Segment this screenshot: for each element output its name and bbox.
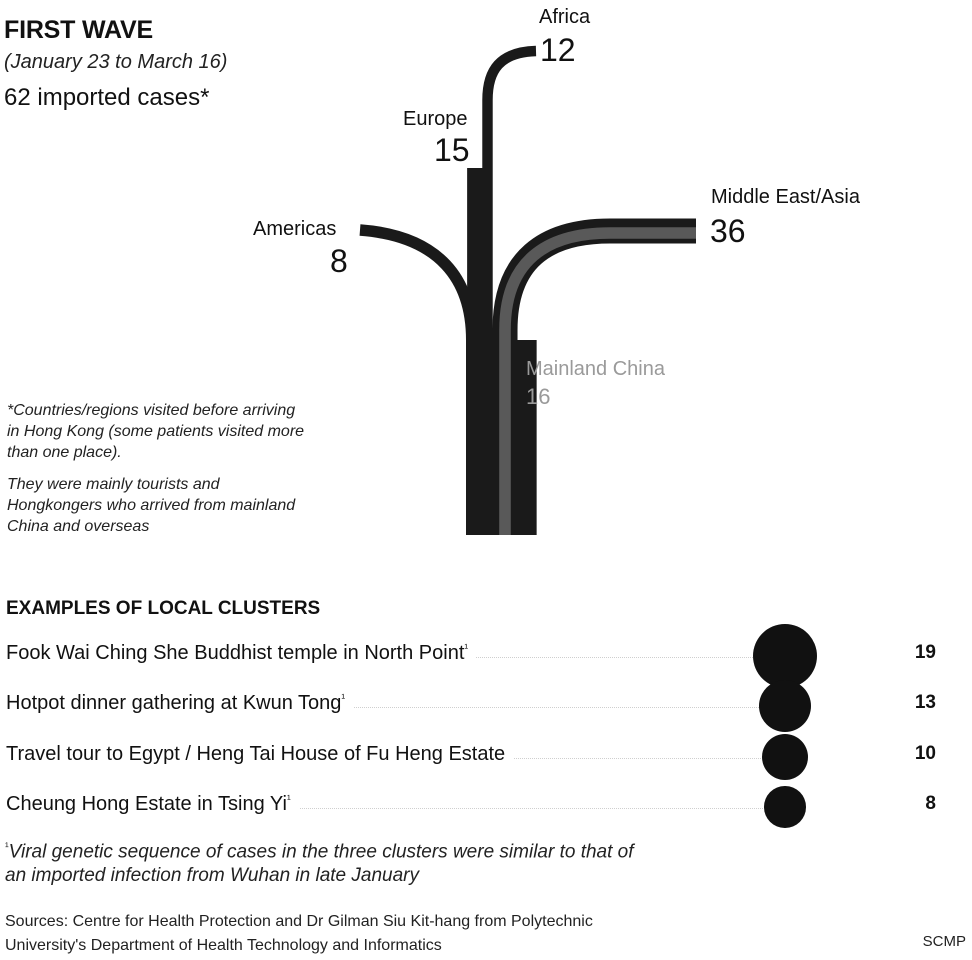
cluster-label: Travel tour to Egypt / Heng Tai House of… xyxy=(6,743,514,766)
region-label-europe: Europe xyxy=(403,108,468,130)
footnote-mark: ¹ xyxy=(5,841,9,853)
cluster-footnote-mark: ¹ xyxy=(341,692,346,705)
region-value-africa: 12 xyxy=(540,32,576,68)
cluster-name: Travel tour to Egypt / Heng Tai House of… xyxy=(6,743,506,765)
footnote-text: Viral genetic sequence of cases in the t… xyxy=(5,841,634,887)
sources-text: Sources: Centre for Health Protection an… xyxy=(5,913,593,954)
cluster-footnote-mark: ¹ xyxy=(464,642,469,655)
asterisk-note: *Countries/regions visited before arrivi… xyxy=(7,402,305,461)
cluster-label: Hotpot dinner gathering at Kwun Tong¹ xyxy=(6,692,354,715)
cluster-value: 19 xyxy=(914,642,936,663)
region-value-middle-east-asia: 36 xyxy=(710,213,746,249)
flow-branch-africa xyxy=(482,45,537,535)
cluster-bubble xyxy=(764,786,806,828)
cluster-value: 10 xyxy=(914,743,936,764)
total-imported-cases: 62 imported cases* xyxy=(4,84,210,111)
cluster-bubble xyxy=(753,624,817,688)
description-note: They were mainly tourists and Hongkonger… xyxy=(7,476,296,535)
region-label-americas: Americas xyxy=(253,218,337,240)
cluster-name: Hotpot dinner gathering at Kwun Tong xyxy=(6,692,342,714)
cluster-name: Cheung Hong Estate in Tsing Yi xyxy=(6,793,287,815)
region-label-mainland-china: Mainland China xyxy=(526,358,665,380)
cluster-name: Fook Wai Ching She Buddhist temple in No… xyxy=(6,642,465,664)
region-value-mainland-china: 16 xyxy=(526,384,551,409)
cluster-label: Fook Wai Ching She Buddhist temple in No… xyxy=(6,642,477,665)
cluster-footnote-mark: ¹ xyxy=(286,793,291,806)
cluster-bubble xyxy=(761,733,809,781)
credit-scmp: SCMP xyxy=(922,933,966,950)
region-label-africa: Africa xyxy=(539,6,591,28)
cluster-bubble xyxy=(758,679,812,733)
cluster-leader-line xyxy=(8,808,785,809)
clusters-heading: EXAMPLES OF LOCAL CLUSTERS xyxy=(6,598,321,619)
clusters-footnote: ¹Viral genetic sequence of cases in the … xyxy=(5,835,645,888)
cluster-leader-line xyxy=(8,707,785,708)
region-value-europe: 15 xyxy=(434,132,470,168)
imported-cases-flow-chart xyxy=(359,45,696,535)
region-value-americas: 8 xyxy=(330,243,348,279)
cluster-label: Cheung Hong Estate in Tsing Yi¹ xyxy=(6,793,299,816)
region-label-middle-east-asia: Middle East/Asia xyxy=(711,186,860,208)
cluster-value: 8 xyxy=(925,793,936,814)
cluster-value: 13 xyxy=(914,692,936,713)
chart-title: FIRST WAVE xyxy=(4,16,153,44)
flow-branch-mainland-china xyxy=(499,227,696,535)
flow-branch-americas xyxy=(359,224,478,535)
chart-subtitle: (January 23 to March 16) xyxy=(4,51,228,73)
